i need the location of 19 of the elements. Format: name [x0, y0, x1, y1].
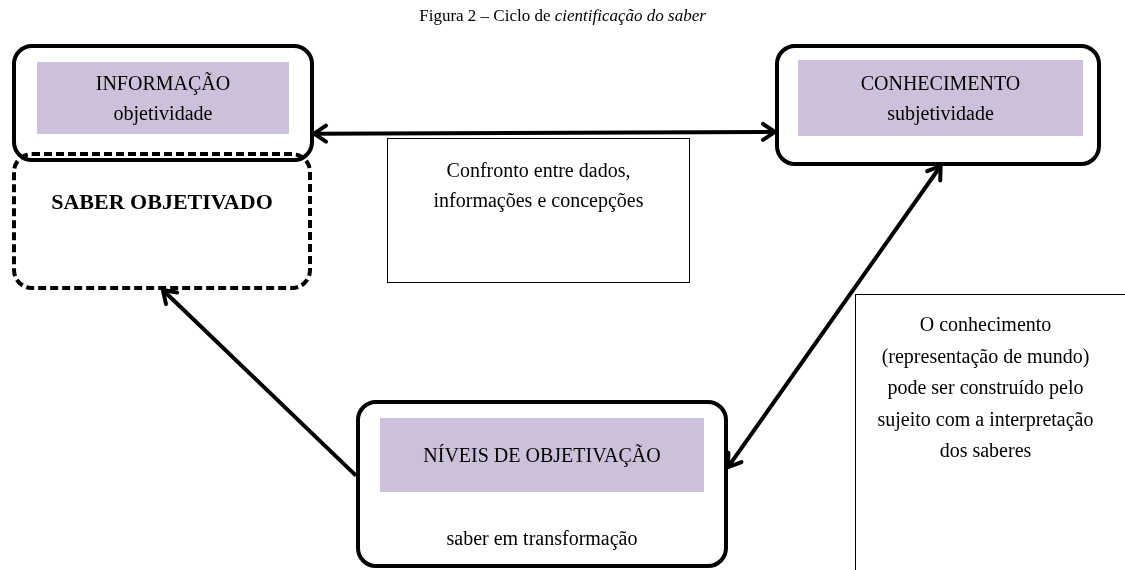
body-text: saber em transformação	[445, 526, 639, 552]
arrow	[312, 121, 777, 144]
concept-box	[775, 44, 1101, 166]
concept-box	[356, 400, 728, 568]
arrow	[160, 288, 358, 478]
heading-text: NÍVEIS DE OBJETIVAÇÃO	[423, 443, 661, 469]
note-box	[855, 294, 1125, 570]
note-box	[387, 138, 690, 283]
concept-box	[12, 44, 314, 162]
heading-text: CONHECIMENTO	[860, 71, 1021, 96]
arrow	[726, 164, 943, 470]
heading-text: SABER OBJETIVADO	[50, 188, 274, 216]
figure-title: Figura 2 – Ciclo de cientificação do saber	[419, 6, 706, 26]
concept-box	[12, 152, 312, 290]
body-text: Confronto entre dados, informações e concepções	[432, 158, 645, 214]
heading-text: INFORMAÇÃO	[95, 71, 231, 97]
subheading-text: subjetividade	[887, 101, 994, 127]
body-text: O conhecimento (representação de mundo) pode ser construído pelo sujeito com a interpretação dos saberes	[876, 312, 1095, 464]
subheading-text: objetividade	[113, 101, 213, 127]
